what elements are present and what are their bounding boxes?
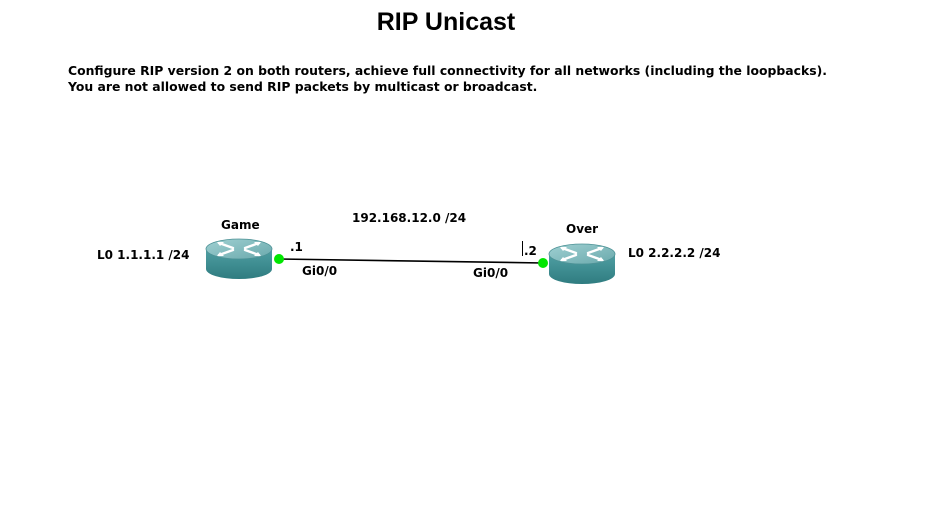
- router-game-icon[interactable]: [205, 238, 273, 279]
- router-over-host-octet: .2: [524, 244, 537, 258]
- link-status-dot-game: [274, 254, 284, 264]
- router-over-icon[interactable]: [548, 243, 616, 284]
- text-cursor-mark: [522, 241, 523, 256]
- router-game-interface: Gi0/0: [302, 264, 338, 278]
- task-line-1: Configure RIP version 2 on both routers,…: [68, 63, 827, 78]
- task-line-2: You are not allowed to send RIP packets …: [68, 79, 538, 94]
- diagram-title: RIP Unicast: [376, 8, 516, 36]
- router-over-interface: Gi0/0: [473, 266, 509, 280]
- router-over-name: Over: [566, 222, 599, 236]
- link-status-dot-over: [538, 258, 548, 268]
- link-network-label: 192.168.12.0 /24: [352, 211, 467, 225]
- router-game-loopback: L0 1.1.1.1 /24: [97, 248, 190, 262]
- link-game-over[interactable]: [278, 258, 544, 264]
- task-description: Configure RIP version 2 on both routers,…: [68, 63, 827, 95]
- router-game-host-octet: .1: [290, 240, 303, 254]
- router-over-loopback: L0 2.2.2.2 /24: [628, 246, 721, 260]
- router-game-name: Game: [221, 218, 260, 232]
